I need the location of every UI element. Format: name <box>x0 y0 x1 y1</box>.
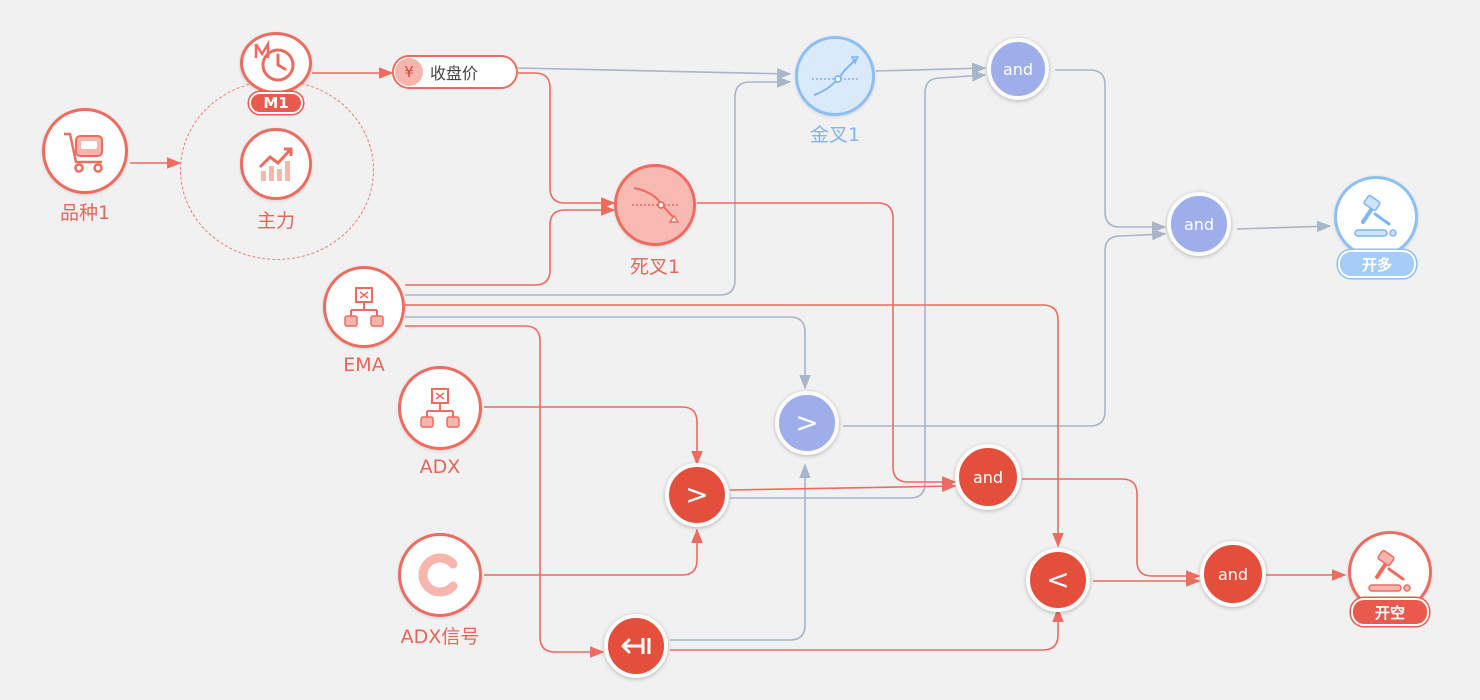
death-cross-icon <box>632 187 680 223</box>
greater-than-blue-symbol: > <box>795 406 819 439</box>
close-price-label: 收盘价 <box>430 64 479 83</box>
edge-gtred-to-and-top <box>730 70 987 499</box>
yen-icon: ¥ <box>395 58 423 86</box>
gavel-icon <box>1368 549 1411 592</box>
adx-signal-label: ADX信号 <box>400 626 480 648</box>
edge-close-to-golden <box>517 67 792 80</box>
less-than-red-symbol: < <box>1046 563 1070 596</box>
edge-ema-to-death <box>405 204 616 286</box>
greater-than-node-red[interactable]: > <box>665 463 729 527</box>
edge-ema-to-gtblue <box>405 316 811 390</box>
and-node-red1[interactable]: and <box>955 444 1021 510</box>
close-price-node[interactable]: ¥ 收盘价 <box>392 55 518 89</box>
and-node-mid[interactable]: and <box>1167 192 1231 256</box>
open-short-label: 开空 <box>1351 598 1429 626</box>
edge-ema-to-shift <box>405 325 605 658</box>
variety-label: 品种1 <box>59 202 111 224</box>
and-red1-label: and <box>972 467 1004 487</box>
edge-andtop-to-andmid <box>1055 69 1167 233</box>
greater-than-node-blue[interactable]: > <box>775 391 839 455</box>
cart-icon <box>64 132 103 173</box>
edge-gtred-to-andred1 <box>729 480 957 492</box>
death-cross-label: 死叉1 <box>629 256 681 278</box>
edge-gtblue-to-andmid <box>843 228 1167 427</box>
main-contract-label: 主力 <box>256 210 296 232</box>
shift-back-icon <box>621 638 651 654</box>
golden-cross-node[interactable] <box>795 36 875 116</box>
clock-icon <box>254 40 295 82</box>
open-long-label: 开多 <box>1338 250 1416 278</box>
greater-than-red-symbol: > <box>685 478 709 511</box>
open-long-node[interactable] <box>1334 176 1418 258</box>
death-cross-node[interactable] <box>614 164 696 246</box>
ema-node[interactable] <box>323 266 405 348</box>
main-contract-node[interactable] <box>240 128 312 200</box>
and-red2-label: and <box>1217 564 1249 584</box>
and-node-top[interactable]: and <box>987 38 1049 100</box>
adx-label: ADX <box>419 456 461 478</box>
gavel-icon <box>1354 194 1397 237</box>
period-badge: M1 <box>249 92 303 114</box>
edge-death-to-andred1 <box>697 202 957 488</box>
edge-andmid-to-openlong <box>1236 220 1332 233</box>
and-mid-label: and <box>1183 214 1215 234</box>
and-node-red2[interactable]: and <box>1200 541 1266 607</box>
edge-ema-to-golden <box>405 76 792 296</box>
trend-chart-icon <box>258 147 293 181</box>
edge-adxsignal-to-gtred <box>484 528 703 576</box>
edge-ema-to-ltred <box>405 304 1064 548</box>
adx-node[interactable] <box>398 366 482 450</box>
edge-adx-to-gtred <box>484 406 703 466</box>
function-tree-icon <box>344 287 384 327</box>
variety-node[interactable] <box>42 108 128 194</box>
ema-label: EMA <box>343 354 385 376</box>
edge-shift-to-ltred <box>670 607 1064 651</box>
edge-golden-to-and <box>875 62 987 75</box>
edge-shift-to-gtblue <box>670 463 811 641</box>
constant-c-icon <box>418 553 458 597</box>
function-tree-icon <box>420 388 460 428</box>
adx-signal-node[interactable] <box>398 533 482 617</box>
golden-cross-icon <box>812 56 860 96</box>
golden-cross-label: 金叉1 <box>809 124 861 146</box>
edge-close-to-death <box>518 72 616 209</box>
period-node[interactable] <box>240 32 312 94</box>
and-top-label: and <box>1002 59 1034 79</box>
edge-andred1-to-andred2 <box>1022 478 1201 582</box>
less-than-node-red[interactable]: < <box>1026 548 1090 612</box>
shift-node[interactable] <box>604 614 668 678</box>
